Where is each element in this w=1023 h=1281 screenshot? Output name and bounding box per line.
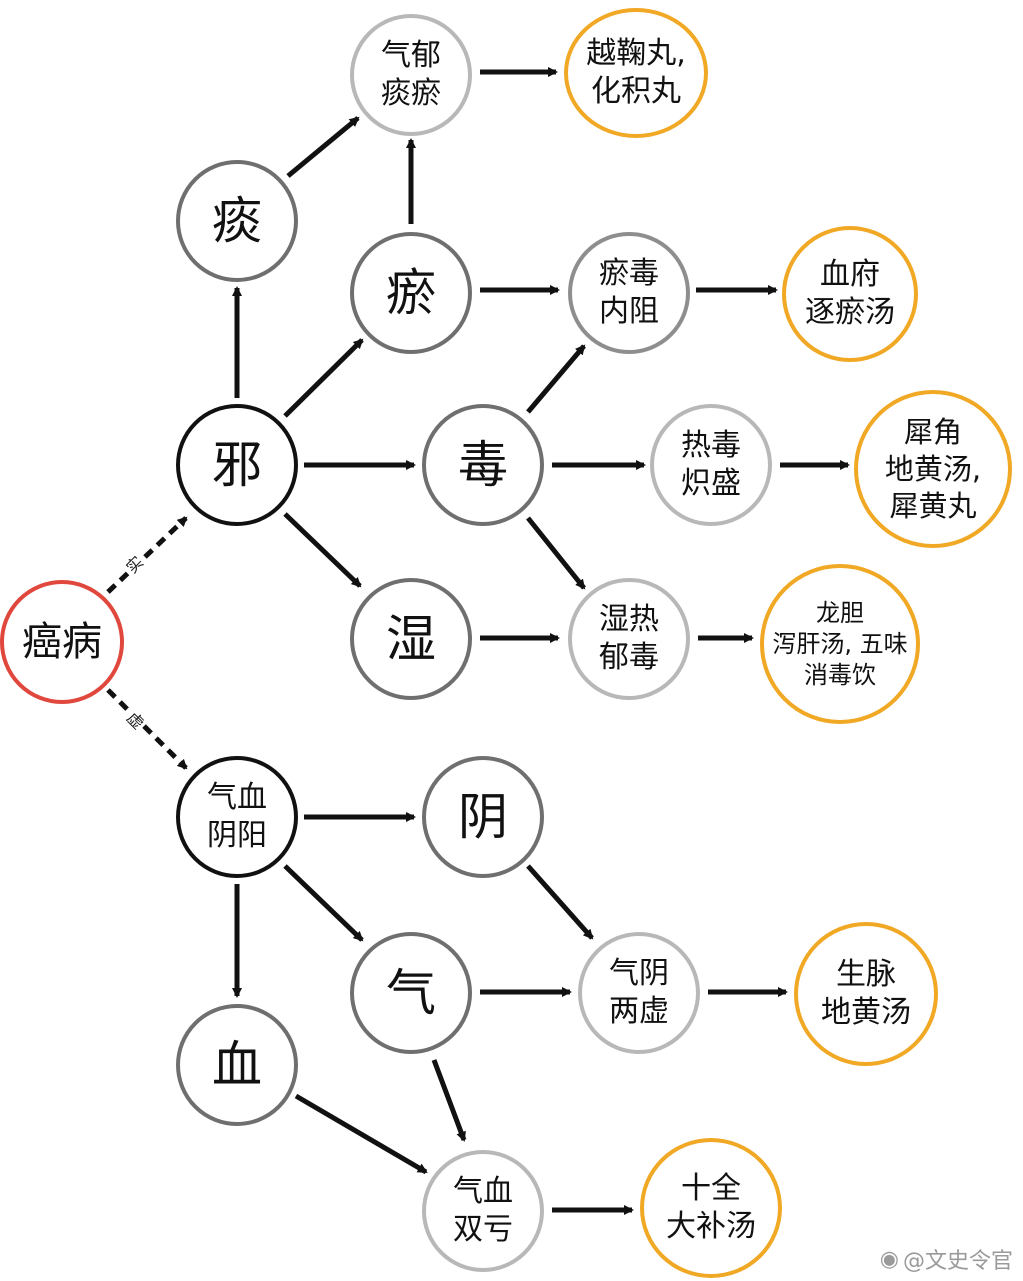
node-qixue-shuangkui: 气血 双亏 [422, 1150, 544, 1272]
edge-du-shire [526, 516, 586, 590]
node-rx-xuefu: 血府 逐瘀汤 [782, 226, 918, 362]
node-du: 毒 [422, 404, 544, 526]
node-rx-shengmai: 生脉 地黄汤 [794, 922, 938, 1066]
node-qi: 气 [350, 932, 472, 1054]
node-qiyin-liangxu: 气阴 两虚 [578, 932, 700, 1054]
edge-qixue-qi [283, 864, 364, 942]
edge-qi-shuangkui [431, 1059, 467, 1142]
node-shire-yudu: 湿热 郁毒 [568, 578, 690, 700]
edge-xue-shuangkui [294, 1093, 428, 1175]
weibo-icon: ◉ [879, 1246, 899, 1272]
node-rx-longdan: 龙胆 泻肝汤, 五味 消毒饮 [760, 564, 920, 724]
edge-yin-qiyin [526, 864, 594, 940]
edge-root-xie [106, 516, 188, 594]
node-cancer: 癌病 [0, 580, 124, 704]
node-tan: 痰 [176, 160, 298, 282]
watermark: ◉ @文史令官 [880, 1243, 1013, 1275]
edge-du-yudu [526, 344, 586, 414]
node-yin: 阴 [422, 756, 544, 878]
node-xue: 血 [176, 1004, 298, 1126]
node-qixue-yinyang: 气血 阴阳 [176, 756, 298, 878]
edge-xie-shi [283, 512, 362, 588]
edge-tan-qiyu [286, 116, 360, 178]
node-rx-yueju: 越鞠丸, 化积丸 [564, 8, 708, 138]
node-yu: 瘀 [350, 232, 472, 354]
edge-xie-yu [283, 338, 364, 418]
node-yudu-neizu: 瘀毒 内阻 [568, 232, 690, 354]
node-shi: 湿 [350, 578, 472, 700]
edge-root-qixue [106, 688, 188, 770]
watermark-text: @文史令官 [902, 1249, 1013, 1274]
node-rx-shiquan: 十全 大补汤 [640, 1138, 782, 1278]
node-rx-xijiao: 犀角 地黄汤, 犀黄丸 [854, 390, 1012, 548]
node-qiyu-tanyu: 气郁 痰瘀 [350, 14, 472, 136]
node-xie: 邪 [176, 404, 298, 526]
node-redu-chisheng: 热毒 炽盛 [650, 404, 772, 526]
